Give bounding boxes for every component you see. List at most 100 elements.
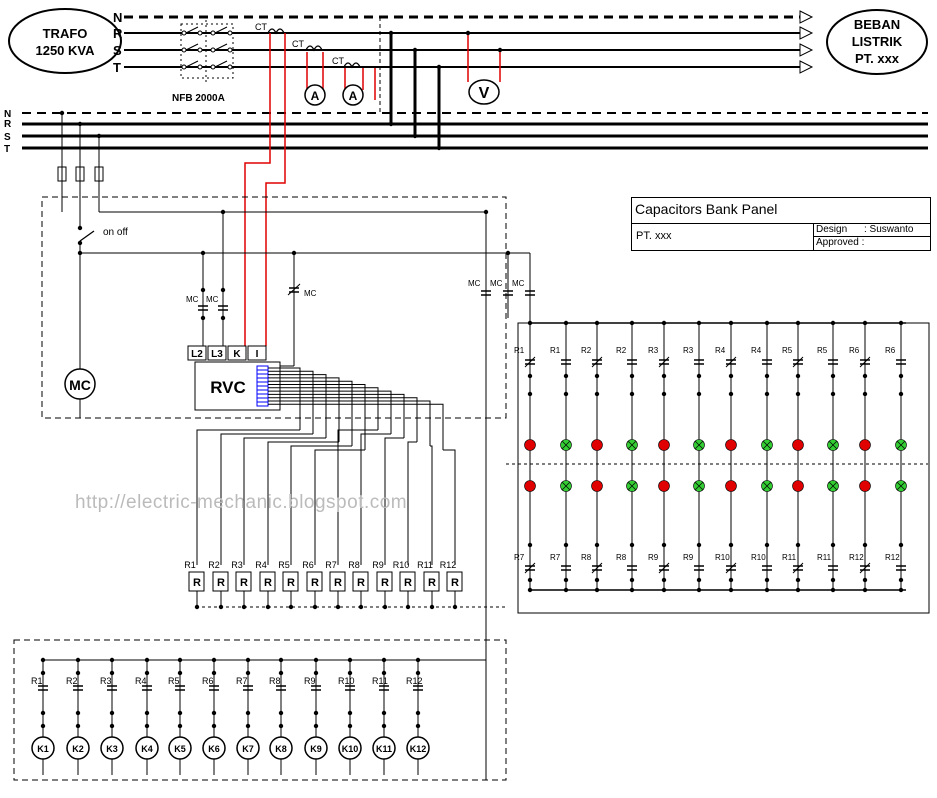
- junction-dot: [661, 391, 667, 397]
- junction-dot: [415, 670, 421, 676]
- junction-dot: [764, 577, 770, 583]
- junction-dot: [200, 315, 206, 321]
- bus-junction: [388, 121, 394, 127]
- rvc-terminal-l2: [187, 345, 207, 361]
- rvc-output-wire: [268, 390, 392, 434]
- junction-dot: [862, 587, 868, 593]
- junction-dot: [245, 723, 251, 729]
- ammeter-1: [304, 84, 326, 106]
- junction-dot: [898, 320, 904, 326]
- relay-label-r8: R8: [348, 560, 360, 570]
- relay-label-r6: R6: [302, 560, 314, 570]
- junction-dot: [898, 577, 904, 583]
- relay-feed-wire: [243, 437, 326, 565]
- breaker-blade: [185, 43, 199, 51]
- indicator-lamp: [524, 439, 536, 451]
- indicator-lamp: [591, 439, 603, 451]
- junction-dot: [795, 391, 801, 397]
- contactor-label-k5: K5: [174, 744, 186, 754]
- junction-dot: [211, 710, 217, 716]
- cap-label-top: R3: [648, 346, 659, 355]
- breaker-contact: [210, 47, 216, 53]
- junction-dot: [795, 320, 801, 326]
- relay-coil-letter: R: [240, 577, 248, 589]
- phase-label-n: N: [113, 10, 122, 25]
- cap-label-bottom: R10: [715, 553, 730, 562]
- breaker-contact: [227, 64, 233, 70]
- junction-dot: [696, 373, 702, 379]
- panel-phase-n: N: [4, 109, 11, 120]
- junction-dot: [764, 320, 770, 326]
- title-block: Capacitors Bank Panel PT. xxx Design : S…: [631, 197, 931, 251]
- relay-label-r7: R7: [325, 560, 337, 570]
- junction-dot: [629, 320, 635, 326]
- junction-dot: [265, 604, 271, 610]
- phase-label-r: R: [113, 26, 123, 41]
- cap-label-top: R5: [817, 346, 828, 355]
- bus-junction: [96, 133, 102, 139]
- relay-coil-letter: R: [264, 577, 272, 589]
- relay-coil-letter: R: [287, 577, 295, 589]
- junction-dot: [109, 710, 115, 716]
- indicator-lamp: [859, 439, 871, 451]
- indicator-lamp: [658, 480, 670, 492]
- breaker-contact: [197, 30, 203, 36]
- rvc-terminal-label: I: [256, 349, 259, 360]
- junction-dot: [335, 604, 341, 610]
- arrow-r: [799, 26, 814, 40]
- junction-dot: [594, 391, 600, 397]
- rvc-terminal-i: [247, 345, 267, 361]
- junction-dot: [862, 320, 868, 326]
- phase-label-t: T: [113, 60, 121, 75]
- contactor-relay-label: R2: [66, 676, 78, 686]
- title-block-design-label: Design: [816, 224, 848, 235]
- cap-label-bottom: R11: [782, 553, 797, 562]
- relay-label-r3: R3: [231, 560, 243, 570]
- junction-dot: [313, 723, 319, 729]
- indicator-lamp: [591, 480, 603, 492]
- junction-dot: [594, 320, 600, 326]
- cap-label-top: R2: [581, 346, 592, 355]
- relay-feed-wire: [430, 445, 433, 565]
- junction-dot: [313, 670, 319, 676]
- junction-dot: [218, 604, 224, 610]
- contactor-relay-label: R11: [372, 676, 388, 686]
- load-label-3: PT. xxx: [855, 51, 900, 66]
- nfb-enclosure: [180, 23, 234, 79]
- rvc-output-wire: [268, 370, 314, 434]
- junction-dot: [728, 373, 734, 379]
- junction-dot: [75, 723, 81, 729]
- junction-dot: [211, 670, 217, 676]
- junction-dot: [347, 723, 353, 729]
- contactor-label-k7: K7: [242, 744, 254, 754]
- relay-feed-wire: [267, 441, 339, 565]
- breaker-contact: [210, 30, 216, 36]
- mc-label-c: MC: [304, 289, 317, 298]
- contactor-relay-label: R8: [269, 676, 281, 686]
- contactor-relay-label: R10: [338, 676, 355, 686]
- junction-dot: [313, 710, 319, 716]
- junction-dot: [381, 670, 387, 676]
- mc-label-e: MC: [490, 279, 503, 288]
- indicator-lamp: [725, 480, 737, 492]
- cap-label-bottom: R12: [849, 553, 864, 562]
- relay-feed-wire: [384, 437, 404, 565]
- relay-coil-letter: R: [404, 577, 412, 589]
- cap-label-top: R1: [514, 346, 525, 355]
- junction-dot: [278, 670, 284, 676]
- title-block-title: Capacitors Bank Panel: [635, 201, 778, 217]
- junction-dot: [452, 604, 458, 610]
- junction-dot: [563, 577, 569, 583]
- relay-label-r2: R2: [208, 560, 220, 570]
- rvc-output-wire: [268, 374, 327, 438]
- relay-feed-wire: [220, 433, 313, 565]
- contactor-label-k9: K9: [310, 744, 322, 754]
- rvc-output-wire: [268, 393, 405, 438]
- junction-dot: [527, 587, 533, 593]
- junction-dot: [696, 577, 702, 583]
- junction-dot: [563, 391, 569, 397]
- relay-label-r12: R12: [440, 560, 457, 570]
- switch-contact: [77, 240, 83, 246]
- relay-feed-wire: [314, 449, 365, 565]
